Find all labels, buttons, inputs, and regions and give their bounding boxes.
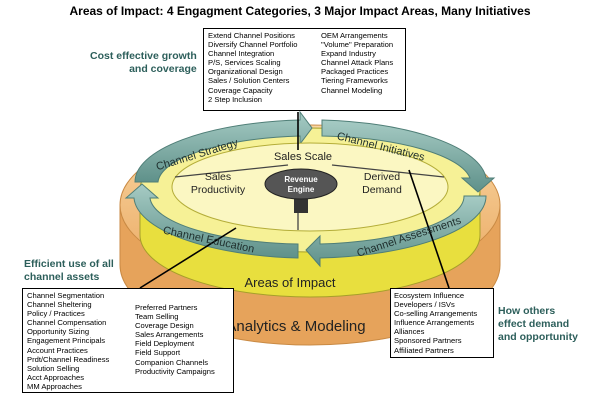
list-item: Affiliated Partners — [394, 345, 454, 355]
list-item: Solution Selling — [27, 363, 80, 373]
list-item: Extend Channel Positions — [208, 31, 295, 40]
list-item: Tiering Frameworks — [321, 76, 388, 86]
initiatives-box-left: Channel Segmentation Channel Sheltering … — [22, 288, 234, 393]
list-item: "Volume" Preparation — [321, 40, 394, 50]
list-item: Sales / Solution Centers — [208, 76, 290, 86]
top-box-col2: OEM Arrangements "Volume" Preparation Ex… — [321, 31, 393, 95]
list-item: Channel Attack Plans — [321, 58, 394, 68]
list-item: Developers / ISVs — [394, 300, 455, 310]
list-item: Productivity Campaigns — [135, 366, 215, 376]
list-item: Prdt/Channel Readiness — [27, 354, 110, 364]
list-item: Policy / Practices — [27, 309, 85, 319]
derived-demand-label-2: Demand — [362, 184, 402, 196]
channel-assessments-arrow — [305, 195, 487, 268]
top-box-col1: Extend Channel Positions Diversify Chann… — [208, 31, 297, 104]
list-item: Diversify Channel Portfolio — [208, 40, 298, 50]
revenue-engine-label-2: Engine — [288, 185, 315, 194]
callout-line: Efficient use of all — [24, 258, 114, 270]
list-item: Channel Compensation — [27, 318, 107, 328]
revenue-engine-label-1: Revenue — [284, 175, 318, 184]
page-title: Areas of Impact: 4 Engagment Categories,… — [69, 4, 531, 18]
list-item: Acct Approaches — [27, 372, 84, 382]
sales-productivity-label-2: Productivity — [191, 184, 246, 196]
list-item: Expand Industry — [321, 49, 376, 59]
list-item: Alliances — [394, 327, 425, 337]
callout-line: Cost effective growth — [90, 50, 197, 62]
list-item: Engagement Principals — [27, 336, 106, 346]
list-item: Account Practices — [27, 345, 88, 355]
line-left-box — [139, 227, 237, 289]
initiatives-box-right: Ecosystem Influence Developers / ISVs Co… — [390, 288, 494, 358]
list-item: Opportunity Sizing — [27, 327, 90, 337]
list-item: Field Deployment — [135, 339, 195, 349]
right-box-col: Ecosystem Influence Developers / ISVs Co… — [394, 291, 477, 355]
callout-line: effect demand — [498, 318, 570, 330]
list-item: Channel Segmentation — [27, 291, 105, 300]
list-item: P/S, Services Scaling — [208, 58, 281, 68]
list-item: 2 Step Inclusion — [208, 94, 263, 104]
revenue-engine — [264, 168, 338, 213]
analytics-modeling-label: Analytics & Modeling — [226, 318, 365, 335]
initiatives-box-top: Extend Channel Positions Diversify Chann… — [203, 28, 406, 111]
list-item: Channel Sheltering — [27, 300, 92, 310]
callout-line: channel assets — [24, 271, 100, 283]
callout-line: and coverage — [129, 63, 197, 75]
list-item: Organizational Design — [208, 67, 283, 77]
list-item: Sales Arrangements — [135, 330, 204, 340]
callout-line: How others — [498, 305, 556, 317]
callout-efficient-use: Efficient use of all channel assets — [24, 258, 114, 284]
derived-demand-label-1: Derived — [364, 171, 400, 183]
sales-scale-label: Sales Scale — [274, 151, 332, 163]
list-item: Channel Integration — [208, 49, 275, 59]
list-item: Preferred Partners — [135, 303, 198, 312]
left-box-col1: Channel Segmentation Channel Sheltering … — [27, 291, 109, 391]
list-item: Companion Channels — [135, 357, 209, 367]
list-item: Packaged Practices — [321, 67, 389, 77]
list-item: Co-selling Arrangements — [394, 309, 478, 319]
list-item: Field Support — [135, 348, 181, 358]
list-item: Ecosystem Influence — [394, 291, 465, 300]
list-item: OEM Arrangements — [321, 31, 388, 40]
list-item: Sponsored Partners — [394, 336, 462, 346]
left-box-col2: Preferred Partners Team Selling Coverage… — [135, 303, 215, 376]
callout-cost-effective-growth: Cost effective growth and coverage — [90, 50, 197, 76]
sales-productivity-label-1: Sales — [205, 171, 231, 183]
callout-lines — [139, 112, 450, 289]
list-item: MM Approaches — [27, 381, 82, 391]
list-item: Coverage Capacity — [208, 85, 273, 95]
channel-initiatives-arrow — [321, 119, 496, 193]
channel-strategy-arrow — [134, 110, 313, 183]
list-item: Team Selling — [135, 312, 179, 322]
callout-how-others: How others effect demand and opportunity — [498, 305, 578, 344]
line-right-box — [408, 169, 450, 289]
list-item: Influence Arrangements — [394, 318, 475, 328]
list-item: Channel Modeling — [321, 85, 383, 95]
callout-line: and opportunity — [498, 331, 578, 343]
list-item: Coverage Design — [135, 321, 194, 331]
areas-of-impact-label: Areas of Impact — [244, 275, 335, 290]
